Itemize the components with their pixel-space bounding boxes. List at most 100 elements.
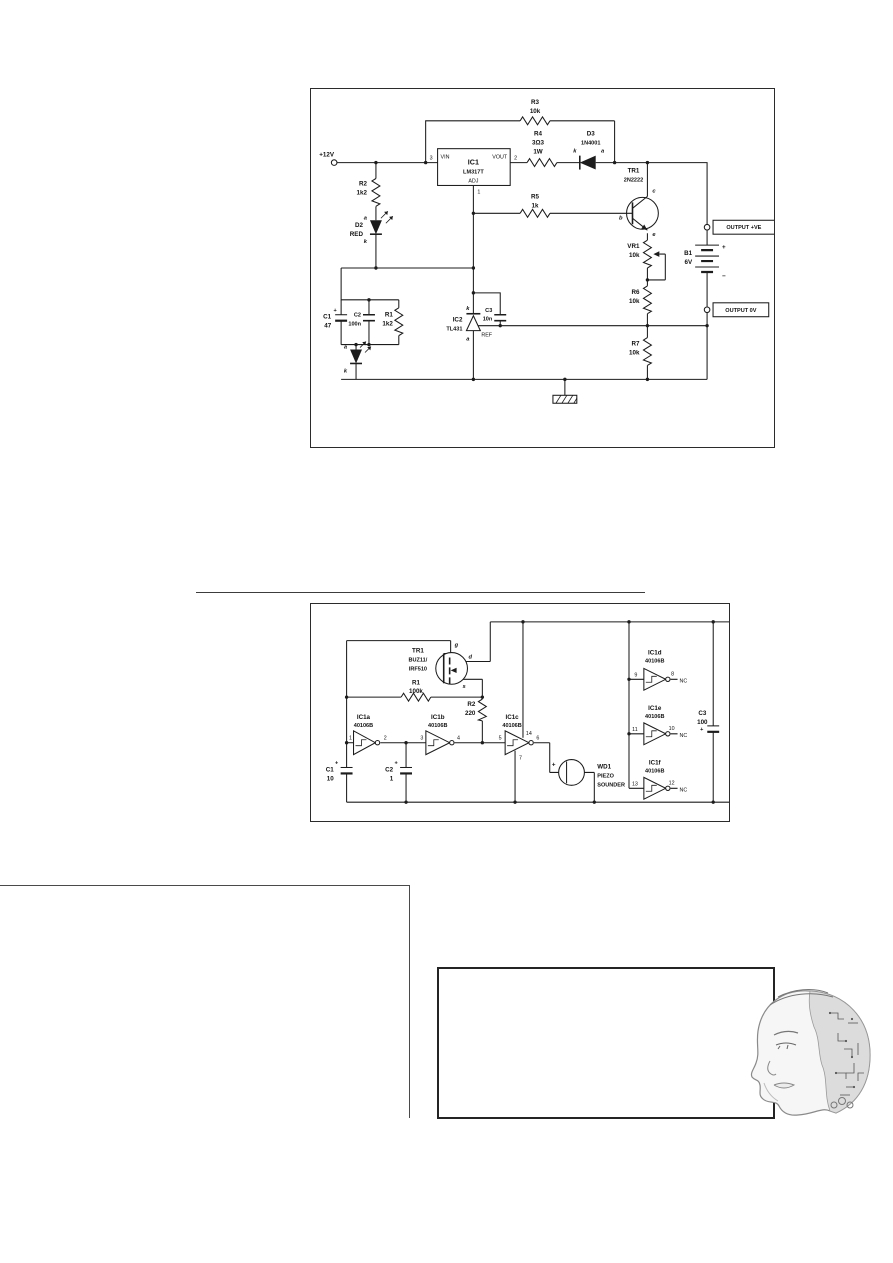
ic1c-name: IC1c	[505, 714, 519, 721]
r1-value: 1k2	[382, 321, 393, 328]
ic1c-pin-gnd: 7	[519, 756, 522, 762]
ic1-pin-in: 3	[430, 156, 433, 162]
d3-part: 1N4001	[581, 141, 600, 147]
b1-minus: −	[722, 273, 726, 280]
cyborg-face-illustration	[750, 989, 871, 1116]
r5-name: R5	[531, 193, 540, 200]
ic1d-name: IC1d	[648, 650, 662, 657]
ic1f-nc: NC	[680, 787, 688, 793]
lips	[773, 1082, 796, 1089]
fig2-tr1-d: d	[468, 654, 472, 660]
ic1c-pin-in: 5	[499, 736, 502, 742]
d2-a: a	[364, 215, 368, 221]
ic2-tl431-symbol	[465, 312, 482, 332]
ic1e-inverter-symbol	[643, 722, 671, 746]
tr1-name: TR1	[628, 168, 640, 175]
tr1-mosfet-symbol	[435, 652, 469, 685]
vr1-wiper-arrow	[653, 251, 660, 257]
ic1-name: IC1	[468, 159, 479, 167]
curls	[830, 1097, 854, 1109]
r4-rating: 1W	[533, 149, 542, 156]
r4-name: R4	[534, 131, 543, 138]
ic1e-pin-in: 11	[632, 727, 638, 733]
r2-value: 1k2	[357, 189, 368, 196]
ic1d-part: 40106B	[645, 658, 664, 664]
tr1-part: 2N2222	[624, 177, 643, 183]
circuit-half	[808, 990, 871, 1114]
r5-value: 1k	[532, 202, 539, 209]
fig2-c3-capacitor-symbol	[707, 725, 720, 733]
ic1e-nc: NC	[680, 733, 688, 739]
fig2-junction-dots	[344, 620, 715, 804]
fig1-terminals	[330, 159, 711, 314]
b1-value: 6V	[685, 259, 693, 266]
output-positive-label: OUTPUT +VE	[726, 225, 761, 231]
r3-value: 10k	[530, 108, 541, 115]
wd1-type2: SOUNDER	[597, 782, 625, 788]
r2-name: R2	[359, 180, 368, 187]
r1-name: R1	[385, 312, 394, 319]
tr1-c: c	[652, 188, 656, 194]
fig2-r1-value: 100k	[409, 688, 423, 695]
fig2-c1-name: C1	[326, 766, 335, 773]
ic1e-name: IC1e	[648, 705, 662, 712]
hair-strokes	[769, 989, 834, 1006]
ic1a-name: IC1a	[357, 714, 371, 721]
tr1-transistor-symbol	[626, 195, 659, 231]
d3-a: a	[601, 149, 605, 155]
c1-plus: +	[334, 308, 338, 314]
battery-b1-symbol	[695, 244, 720, 274]
c2-capacitor-symbol	[363, 313, 375, 322]
nose	[767, 1060, 777, 1076]
fig2-r2-value: 220	[465, 710, 476, 717]
fig2-c1-capacitor-symbol	[340, 766, 353, 775]
c3-value: 10n	[483, 317, 493, 323]
fig2-wires	[346, 621, 736, 803]
ground-symbol	[552, 394, 578, 404]
fig2-c3-value: 100	[697, 719, 708, 726]
cheek-shade	[763, 1082, 779, 1102]
d2-name: D2	[355, 222, 364, 229]
ic1f-inverter-symbol	[643, 776, 671, 801]
ic1a-part: 40106B	[354, 723, 373, 729]
d3-diode-symbol	[578, 155, 596, 170]
b1-plus: +	[722, 244, 726, 251]
fig2-tr1-name: TR1	[412, 648, 424, 655]
ic1f-pin-out: 12	[669, 780, 675, 786]
ic1b-part: 40106B	[428, 723, 447, 729]
ic1d-pin-out: 8	[671, 671, 674, 677]
ic1c-part: 40106B	[502, 723, 521, 729]
fig2-c3-name: C3	[698, 710, 707, 717]
ic1a-pin-out: 2	[384, 736, 387, 742]
wd1-piezo-symbol	[558, 759, 585, 786]
d1-k: k	[344, 368, 348, 374]
figure2-schematic: +12V 0V TR1 BUZ11/ IRF510 g d s R1 100k …	[326, 618, 757, 807]
circuit-pads	[828, 1011, 856, 1089]
fig2-tr1-s: s	[463, 684, 466, 690]
figure2-sounder-schematic-panel: +12V 0V TR1 BUZ11/ IRF510 g d s R1 100k …	[310, 603, 757, 822]
c3-capacitor-symbol	[494, 313, 507, 322]
c1-value: 47	[324, 323, 331, 330]
figure1-schematic: +12V 3 VIN VOUT 2 IC1 LM317T ADJ 1 R3 10…	[319, 99, 776, 404]
fig2-c1-plus: +	[335, 761, 338, 767]
d3-name: D3	[587, 131, 596, 138]
right-inset-box	[437, 967, 775, 1119]
fig2-tr1-part2: IRF510	[409, 666, 427, 672]
eyebrow	[773, 1030, 799, 1036]
ic1f-part: 40106B	[645, 768, 664, 774]
ic1c-pin-vdd: 14	[526, 731, 532, 737]
ic1c-inverter-symbol	[504, 729, 534, 756]
ic1-pin-adj: 1	[477, 189, 480, 195]
closed-eye	[775, 1042, 797, 1050]
wd1-type1: PIEZO	[597, 773, 614, 779]
ic1-part: LM317T	[463, 170, 484, 176]
ic1d-inverter-symbol	[643, 667, 671, 692]
wd1-name: WD1	[597, 763, 611, 770]
d1-led-symbol	[350, 341, 372, 365]
ic1-pin-out: 2	[514, 156, 517, 162]
fig2-c2-plus: +	[395, 761, 398, 767]
c1-capacitor-symbol	[335, 314, 348, 322]
left-article-box	[0, 885, 410, 1118]
ic1b-pin-out: 4	[457, 736, 460, 742]
